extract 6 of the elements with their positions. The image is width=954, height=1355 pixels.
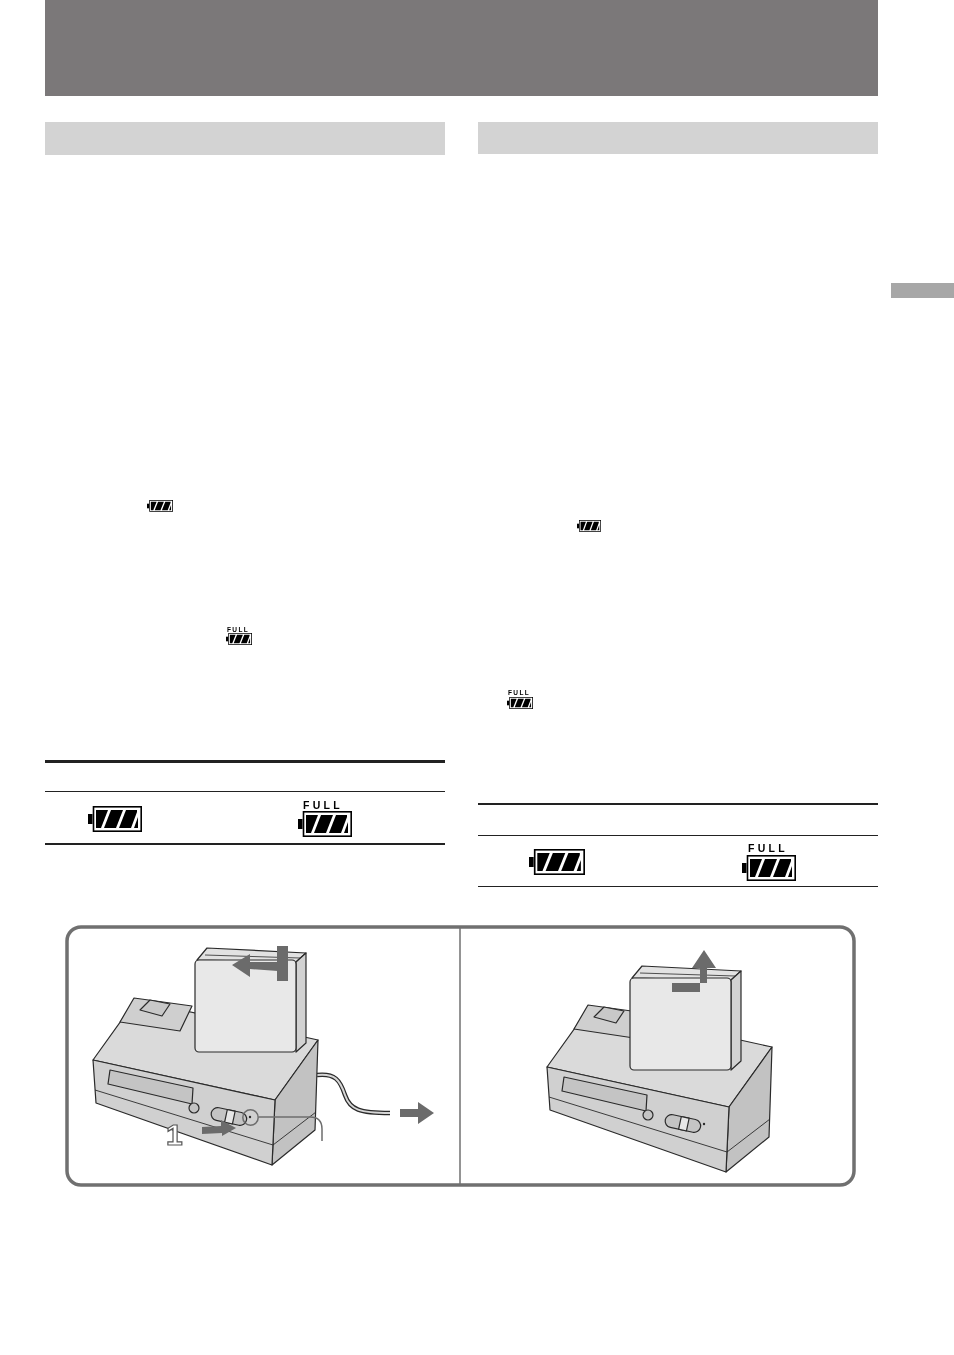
display-text: FULL — [748, 842, 789, 853]
section-heading-bar — [478, 122, 878, 154]
section-heading-bar — [45, 122, 445, 155]
display-text: FULL — [303, 799, 344, 810]
highlight-circle — [241, 1108, 259, 1126]
leader-line — [257, 1116, 323, 1142]
